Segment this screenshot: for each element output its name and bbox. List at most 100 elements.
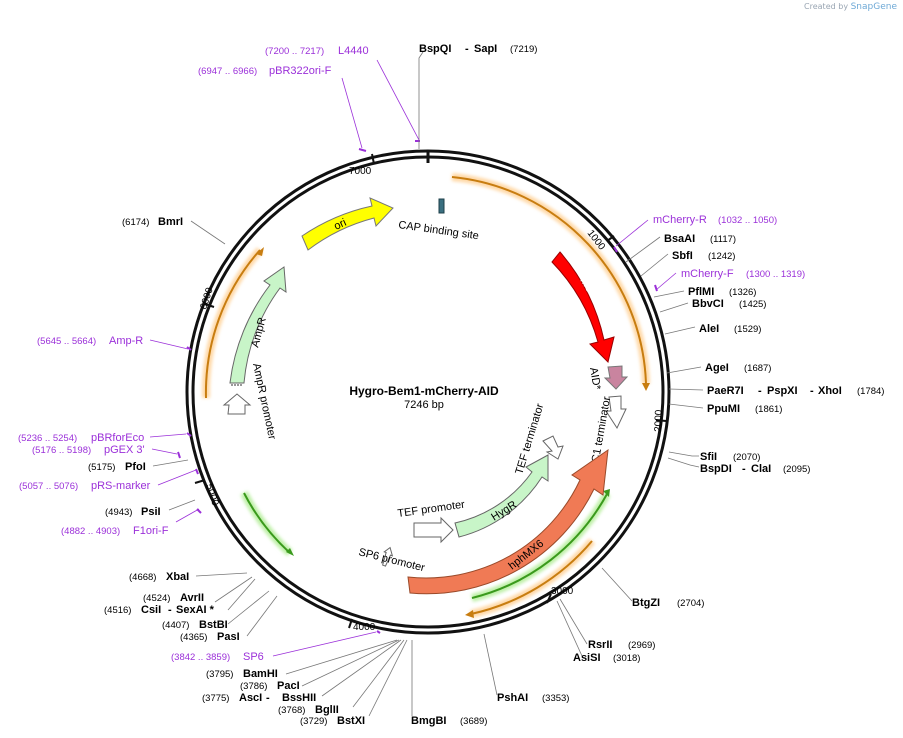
aid-label: AID*	[587, 366, 603, 391]
primer-mcherry-r[interactable]: mCherry-R(1032 .. 1050)	[653, 214, 777, 226]
site-psii[interactable]: (4943)PsiI	[105, 506, 161, 518]
site-bglii[interactable]: (3768)BglII	[278, 704, 339, 716]
site-bamhi[interactable]: (3795)BamHI	[206, 668, 278, 680]
site-avrii[interactable]: (4524)AvrII	[143, 592, 204, 604]
site-pos: (2969)	[628, 640, 655, 651]
primer-name: L4440	[338, 45, 369, 57]
site-pos: (4407)	[162, 620, 189, 631]
site-name: BmgBI	[411, 715, 446, 727]
site-pos: (7219)	[510, 44, 537, 55]
site-pos: (4668)	[129, 572, 156, 583]
site-name: AgeI	[705, 362, 729, 374]
site-bspqi-sapi[interactable]: BspQI - SapI (7219)	[419, 43, 537, 55]
ruler-label-2000: 2000	[653, 409, 665, 432]
features: ori CAP binding site mCherry AID* CYC1 t…	[222, 197, 629, 595]
primer-pbr322ori-f[interactable]: (6947 .. 6966)pBR322ori-F	[198, 65, 332, 77]
site-bbvci[interactable]: BbvCI(1425)	[692, 298, 766, 310]
site-bmri[interactable]: (6174) BmrI	[122, 216, 183, 228]
primer-range: (4882 .. 4903)	[61, 526, 120, 537]
primer-l4440[interactable]: (7200 .. 7217) L4440	[265, 45, 369, 57]
primer-sp6[interactable]: (3842 .. 3859)SP6	[171, 651, 264, 663]
site-pos: (4516)	[104, 605, 131, 616]
site-pshai[interactable]: PshAI(3353)	[497, 692, 569, 704]
site-bstxi[interactable]: (3729)BstXI	[300, 715, 365, 727]
site-bstbi[interactable]: (4407)BstBI	[162, 619, 228, 631]
primer-name: pRS-marker	[91, 480, 151, 492]
site-paci[interactable]: (3786)PacI	[240, 680, 300, 692]
site-agei[interactable]: AgeI(1687)	[705, 362, 771, 374]
site-bmgbi[interactable]: BmgBI(3689)	[411, 715, 487, 727]
tef-promoter-feature[interactable]	[413, 516, 454, 544]
site-paer7i-pspxi-xhoi[interactable]: PaeR7I - PspXI - XhoI (1784)	[707, 385, 884, 397]
site-asci-bsshii[interactable]: (3775) AscI - BssHII	[202, 692, 316, 704]
site-pfoi[interactable]: (5175)PfoI	[88, 461, 146, 473]
site-sep: -	[266, 692, 270, 704]
primer-markers	[177, 140, 658, 634]
site-pos: (1425)	[739, 299, 766, 310]
primer-name: pBR322ori-F	[269, 65, 332, 77]
site-leader-lines	[149, 51, 704, 717]
ruler-label-4000: 4000	[353, 622, 376, 633]
mcherry-feature[interactable]	[551, 251, 615, 363]
site-pos: (3018)	[613, 653, 640, 664]
snapgene-credit[interactable]: Created by SnapGene	[804, 2, 897, 12]
cap-binding-site-feature[interactable]	[438, 198, 445, 214]
site-pflmi[interactable]: PflMI(1326)	[688, 286, 756, 298]
primer-mcherry-f[interactable]: mCherry-F(1300 .. 1319)	[681, 268, 805, 280]
hygr-feature[interactable]	[454, 454, 549, 538]
primer-f1ori-f[interactable]: (4882 .. 4903)F1ori-F	[61, 525, 169, 537]
aid-feature[interactable]	[603, 365, 629, 390]
snapgene-logo: SnapGene	[850, 2, 897, 12]
site-asisi[interactable]: AsiSI(3018)	[573, 652, 640, 664]
ori-feature[interactable]	[301, 197, 394, 251]
site-name: AscI	[239, 692, 262, 704]
cyc1-terminator-feature[interactable]	[605, 395, 627, 430]
primer-pbrforeco[interactable]: (5236 .. 5254)pBRforEco	[18, 432, 144, 444]
site-rsrii[interactable]: RsrII(2969)	[588, 639, 655, 651]
ampr-feature[interactable]	[229, 266, 287, 384]
highlight-bands	[201, 173, 650, 618]
site-pos: (4943)	[105, 507, 132, 518]
primer-range: (7200 .. 7217)	[265, 46, 324, 57]
site-name-2: ClaI	[751, 463, 771, 475]
site-sbfi[interactable]: SbfI(1242)	[672, 250, 735, 262]
site-pos: (3768)	[278, 705, 305, 716]
sp6-promoter-feature[interactable]	[380, 546, 395, 567]
primer-name: mCherry-R	[653, 214, 707, 226]
site-sfii[interactable]: SfiI(2070)	[700, 451, 760, 463]
site-pos: (6174)	[122, 217, 149, 228]
site-sep: -	[758, 385, 762, 397]
site-name: BmrI	[158, 216, 183, 228]
tef-terminator-feature[interactable]	[542, 435, 564, 460]
site-bsaai[interactable]: BsaAI(1117)	[664, 233, 736, 245]
site-name-2: PspXI	[767, 385, 798, 397]
band-arrowhead-icon	[465, 610, 474, 618]
hphmx6-feature[interactable]	[407, 448, 609, 595]
sites-left: BspQI - SapI (7219) (6174) BmrI (5175)Pfo…	[88, 43, 537, 727]
site-pos: (1242)	[708, 251, 735, 262]
band-arrowhead-icon	[286, 548, 294, 556]
site-pos: (1117)	[710, 234, 736, 245]
sp6-promoter-label: SP6 promoter	[357, 546, 426, 574]
primer-pgex-3[interactable]: (5176 .. 5198)pGEX 3'	[32, 444, 145, 456]
site-xbai[interactable]: (4668)XbaI	[129, 571, 189, 583]
primer-amp-r[interactable]: (5645 .. 5664)Amp-R	[37, 335, 143, 347]
site-pos: (1784)	[857, 386, 884, 397]
site-name: PflMI	[688, 286, 714, 298]
site-alei[interactable]: AleI(1529)	[699, 323, 761, 335]
site-bspdi-clai[interactable]: BspDI - ClaI (2095)	[700, 463, 810, 475]
site-btgzi[interactable]: BtgZI(2704)	[632, 597, 704, 609]
ori-label: ori	[332, 217, 348, 233]
site-csii-sexai[interactable]: (4516) CsiI - SexAI *	[104, 604, 215, 616]
site-pasi[interactable]: (4365)PasI	[180, 631, 240, 643]
primer-range: (5236 .. 5254)	[18, 433, 77, 444]
site-name: PasI	[217, 631, 240, 643]
site-pos: (3786)	[240, 681, 267, 692]
primer-prs-marker[interactable]: (5057 .. 5076)pRS-marker	[19, 480, 151, 492]
primer-name: pGEX 3'	[104, 444, 145, 456]
site-name: CsiI	[141, 604, 161, 616]
site-pos: (3775)	[202, 693, 229, 704]
ampr-promoter-feature[interactable]	[222, 393, 252, 415]
site-ppumi[interactable]: PpuMI(1861)	[707, 403, 782, 415]
